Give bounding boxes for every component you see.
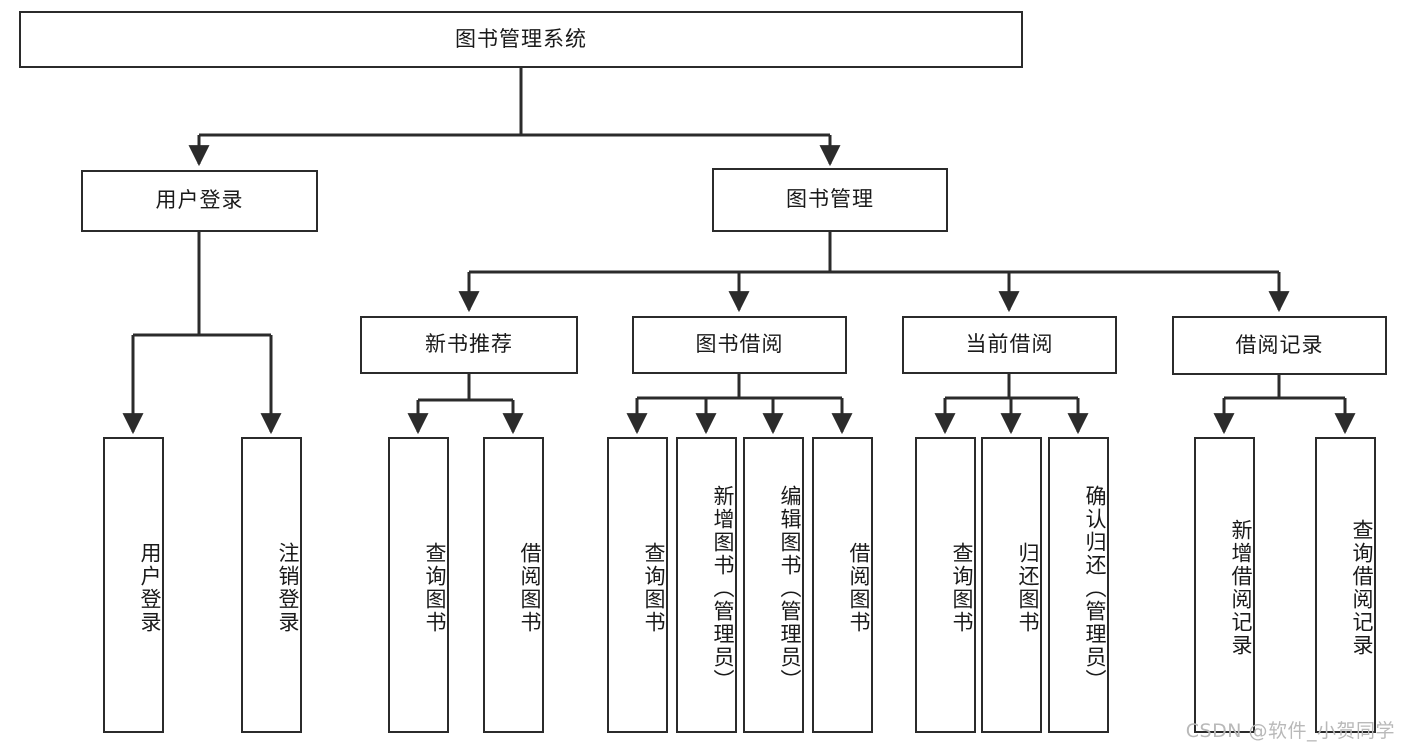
node-leaf-borrow-book-2[interactable]: 借阅图书 xyxy=(812,437,873,733)
node-leaf-query-book-3-label: 查询图书 xyxy=(950,542,974,634)
node-leaf-query-book-2[interactable]: 查询图书 xyxy=(607,437,668,733)
watermark-text: CSDN @软件_小贺同学 xyxy=(1185,720,1395,742)
node-current-borrow-label: 当前借阅 xyxy=(965,332,1054,357)
node-leaf-logout-login-label: 注销登录 xyxy=(276,542,300,634)
node-leaf-borrow-book-1-label: 借阅图书 xyxy=(518,542,542,634)
node-leaf-borrow-book-2-label: 借阅图书 xyxy=(847,542,871,634)
node-user-login-label: 用户登录 xyxy=(155,188,244,213)
node-leaf-query-book-1[interactable]: 查询图书 xyxy=(388,437,449,733)
node-leaf-query-book-2-label: 查询图书 xyxy=(642,542,666,634)
node-book-manage[interactable]: 图书管理 xyxy=(712,168,948,232)
node-leaf-add-record[interactable]: 新增借阅记录 xyxy=(1194,437,1255,733)
node-leaf-confirm-return[interactable]: 确认归还（管理员） xyxy=(1048,437,1109,733)
node-leaf-borrow-book-1[interactable]: 借阅图书 xyxy=(483,437,544,733)
node-book-borrow-label: 图书借阅 xyxy=(695,332,784,357)
node-new-book-recommend-label: 新书推荐 xyxy=(425,332,513,357)
node-borrow-record-label: 借阅记录 xyxy=(1235,332,1324,357)
node-user-login[interactable]: 用户登录 xyxy=(81,170,318,232)
node-leaf-add-book[interactable]: 新增图书（管理员） xyxy=(676,437,737,733)
node-leaf-add-record-label: 新增借阅记录 xyxy=(1229,519,1253,657)
node-book-borrow[interactable]: 图书借阅 xyxy=(632,316,847,374)
node-new-book-recommend[interactable]: 新书推荐 xyxy=(360,316,578,374)
node-leaf-return-book-label: 归还图书 xyxy=(1016,542,1040,634)
node-leaf-add-book-label: 新增图书（管理员） xyxy=(711,484,735,692)
node-borrow-record[interactable]: 借阅记录 xyxy=(1172,316,1387,375)
node-leaf-query-record-label: 查询借阅记录 xyxy=(1350,519,1374,657)
node-leaf-edit-book-label: 编辑图书（管理员） xyxy=(778,484,802,692)
node-current-borrow[interactable]: 当前借阅 xyxy=(902,316,1117,374)
node-leaf-confirm-return-label: 确认归还（管理员） xyxy=(1083,484,1107,692)
node-leaf-return-book[interactable]: 归还图书 xyxy=(981,437,1042,733)
node-root[interactable]: 图书管理系统 xyxy=(19,11,1023,68)
node-root-label: 图书管理系统 xyxy=(455,26,587,51)
node-leaf-edit-book[interactable]: 编辑图书（管理员） xyxy=(743,437,804,733)
node-leaf-user-login[interactable]: 用户登录 xyxy=(103,437,164,733)
node-leaf-query-book-1-label: 查询图书 xyxy=(423,542,447,634)
node-leaf-logout-login[interactable]: 注销登录 xyxy=(241,437,302,733)
node-leaf-query-record[interactable]: 查询借阅记录 xyxy=(1315,437,1376,733)
node-leaf-query-book-3[interactable]: 查询图书 xyxy=(915,437,976,733)
node-book-manage-label: 图书管理 xyxy=(786,187,874,212)
node-leaf-user-login-label: 用户登录 xyxy=(138,542,162,634)
